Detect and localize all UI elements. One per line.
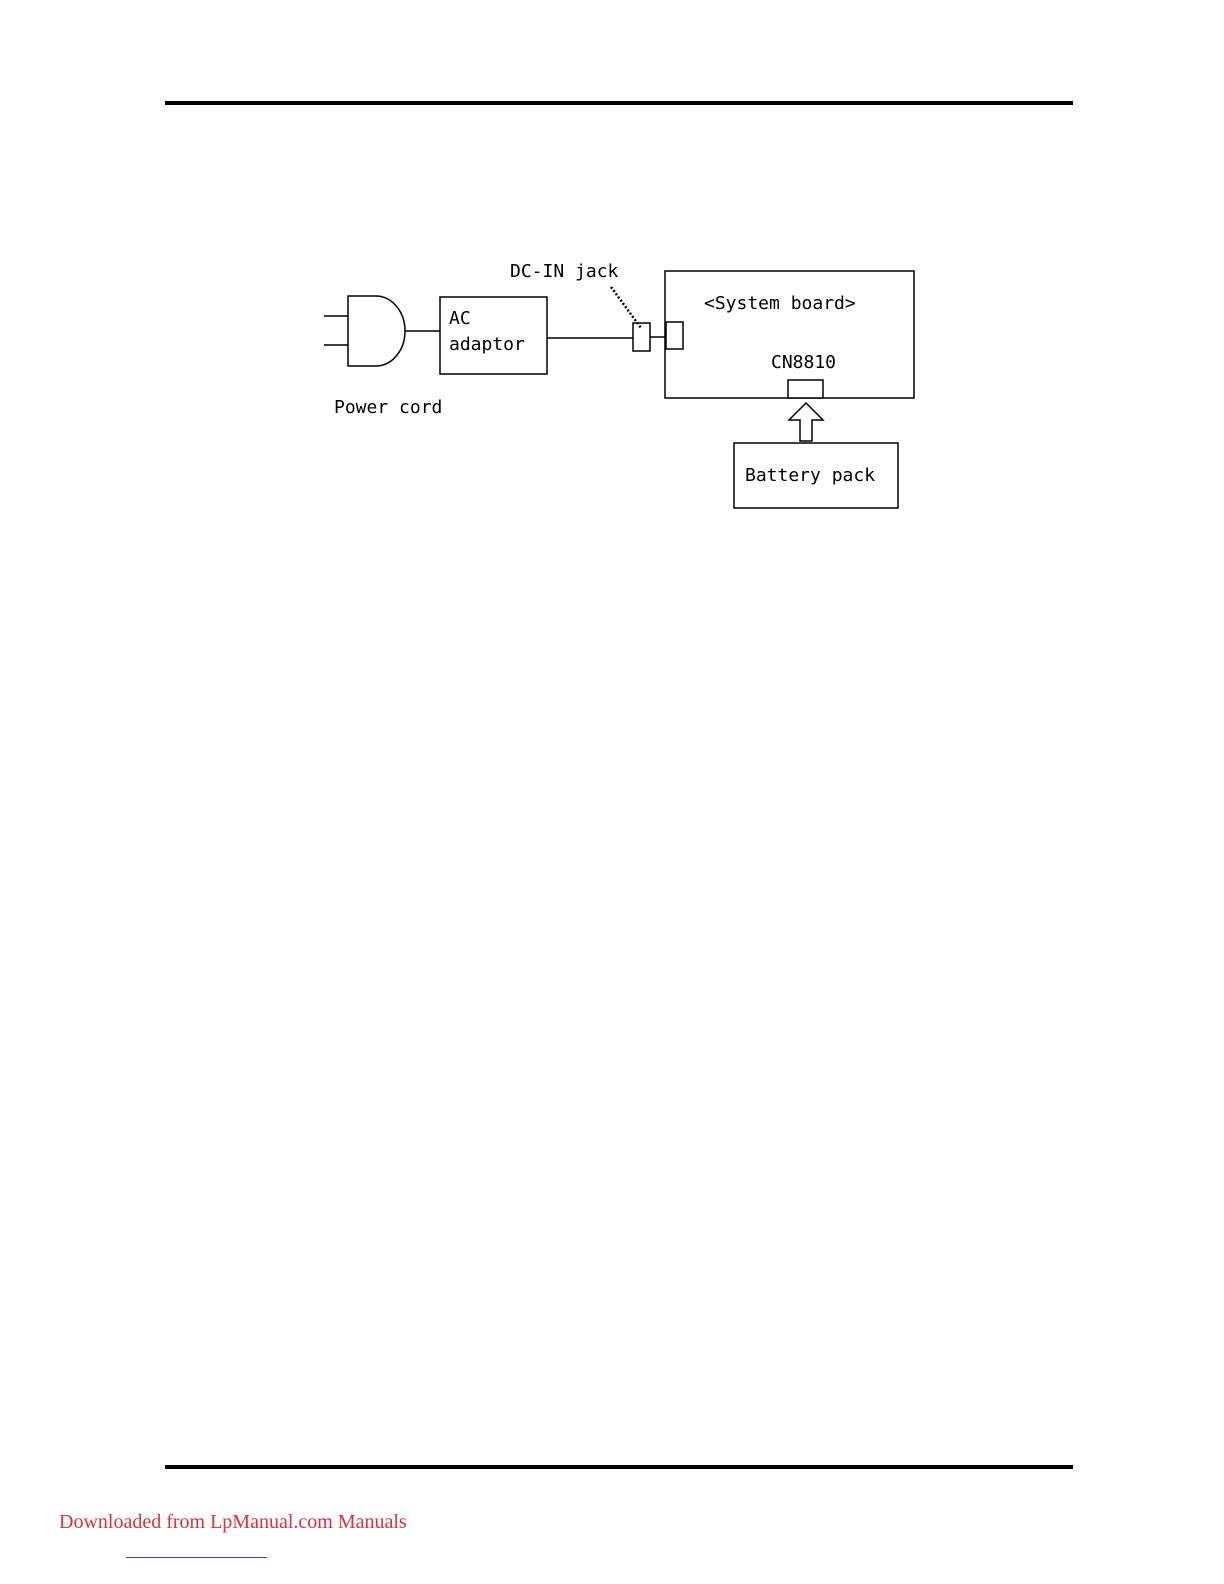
power-plug-icon	[348, 296, 405, 366]
dc-in-plug	[633, 323, 650, 351]
ac-adaptor-label-line2: adaptor	[449, 334, 525, 355]
download-source-link[interactable]: Downloaded from LpManual.com Manuals	[59, 1511, 407, 1534]
battery-pack-label: Battery pack	[745, 465, 875, 486]
dc-in-leader-line	[611, 287, 641, 328]
connector-label: CN8810	[771, 352, 836, 373]
power-cord-label: Power cord	[334, 397, 442, 418]
ac-adaptor-label-line1: AC	[449, 308, 471, 329]
up-arrow-icon	[789, 403, 823, 441]
system-board-box	[665, 271, 914, 398]
system-board-label: <System board>	[704, 293, 856, 314]
connector-box	[788, 380, 823, 398]
dc-in-jack-label: DC-IN jack	[510, 261, 619, 282]
footer-rule	[165, 1465, 1073, 1469]
dc-in-jack	[666, 322, 683, 349]
footer-link-underline	[126, 1557, 267, 1558]
